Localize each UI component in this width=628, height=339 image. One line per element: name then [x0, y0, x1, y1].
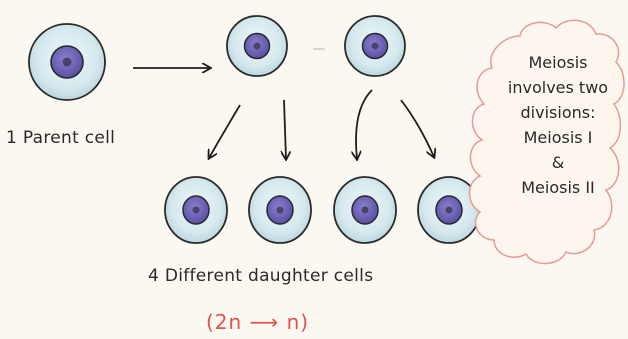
daughter-cell-2 — [248, 176, 312, 244]
arrow-left-to-daughter-1 — [209, 104, 241, 158]
division-cell-right — [344, 15, 406, 77]
parent-cell-label: 1 Parent cell — [6, 128, 116, 148]
arrow-right-to-daughter-3 — [356, 89, 373, 159]
cloud-note-outline — [468, 19, 625, 265]
note-line: Meiosis I — [523, 128, 593, 147]
ploidy-ratio-label: (2n ⟶ n) — [206, 310, 310, 334]
daughter-cell-1 — [164, 176, 228, 244]
daughter-cell-3 — [333, 176, 397, 244]
arrow-left-to-daughter-2 — [284, 99, 286, 159]
note-line: & — [551, 153, 565, 172]
meiosis-note: Meiosis involves two divisions: Meiosis … — [494, 50, 622, 200]
note-line: Meiosis — [528, 53, 588, 72]
arrow-right-to-daughter-4 — [400, 99, 434, 157]
note-line: Meiosis II — [521, 178, 595, 197]
division-cell-left — [226, 15, 288, 77]
daughter-cell-4 — [417, 176, 481, 244]
daughter-cells-label: 4 Different daughter cells — [148, 266, 374, 286]
note-line: involves two — [507, 78, 609, 97]
note-line: divisions: — [520, 103, 596, 122]
parent-cell — [28, 23, 106, 101]
